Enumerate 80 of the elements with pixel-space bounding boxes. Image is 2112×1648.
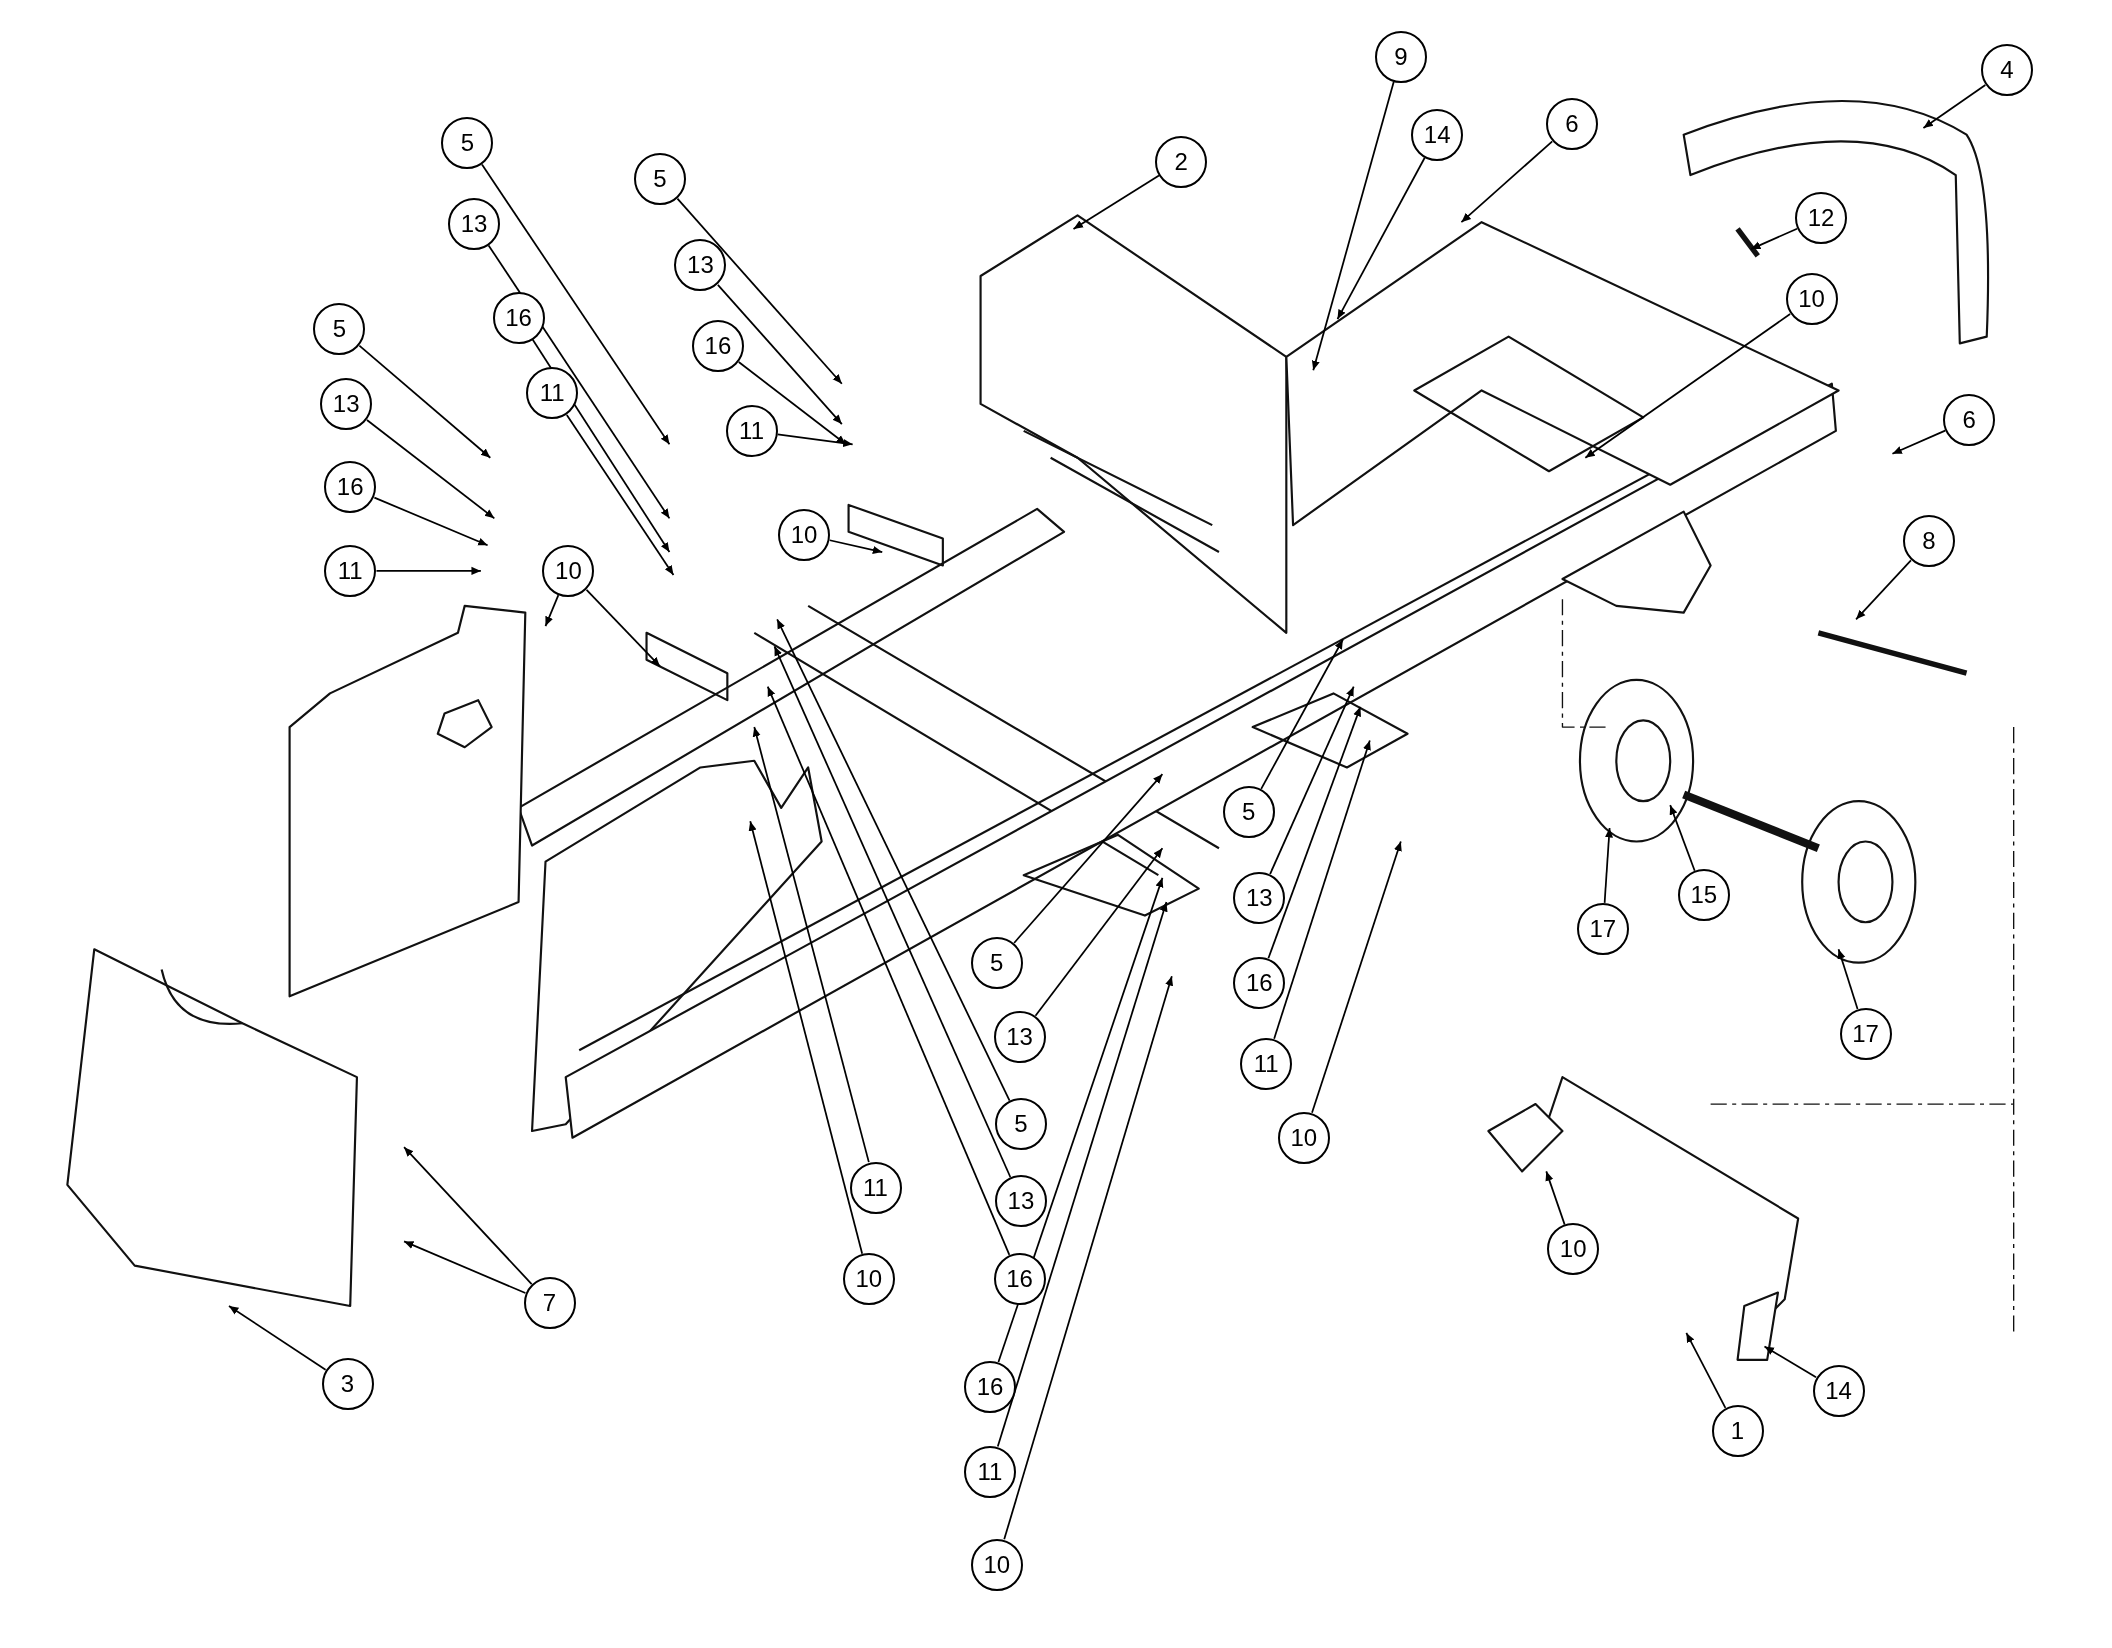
leader-line [1922,84,1987,129]
callout-number: 5 [634,153,686,206]
leader-line [1269,685,1355,875]
leader-line [776,433,854,448]
leader-line [1072,174,1160,230]
leader-line [481,163,671,446]
leader-line [717,284,843,425]
leader-line [403,1146,533,1285]
callout-number: 11 [1240,1037,1293,1090]
leader-line [752,726,870,1163]
leader-line [1837,948,1859,1010]
leader-line [1273,739,1371,1040]
callout-number: 13 [994,1175,1047,1227]
callout-number: 11 [526,367,579,420]
callout-number: 5 [1222,785,1275,838]
leader-line [358,344,492,459]
leader-line [1763,1345,1817,1379]
leader-line [1460,140,1554,224]
leader-line [1013,773,1164,944]
callout-number: 13 [993,1010,1046,1063]
callout-number: 5 [313,302,366,355]
callout-number: 3 [321,1358,374,1411]
callout-number: 13 [674,239,727,292]
callout-number: 16 [993,1253,1046,1306]
leader-line [565,414,675,576]
leader-line [1545,1170,1566,1226]
callout-number: 11 [324,544,377,597]
leader-line [1855,559,1912,621]
callout-number: 8 [1902,515,1955,568]
callout-number: 10 [1277,1111,1330,1164]
callout-number: 16 [1233,956,1286,1009]
callout-number: 13 [1233,872,1286,925]
leader-line [766,685,1011,1256]
leader-line [1311,80,1395,372]
callout-number: 17 [1576,903,1629,955]
callout-number: 10 [1785,272,1838,325]
leader-line [585,588,661,668]
callout-number: 10 [1547,1223,1600,1276]
callout-number: 16 [691,320,744,372]
callout-number: 2 [1155,135,1208,188]
callout-number: 4 [1980,44,2033,96]
leader-line [1669,804,1696,872]
callout-number: 16 [964,1360,1016,1413]
callout-number: 5 [970,936,1023,989]
leader-line [996,901,1168,1448]
callout-number: 11 [964,1445,1016,1498]
callout-number: 16 [492,291,545,344]
callout-number: 5 [994,1098,1047,1151]
callout-number: 9 [1374,30,1427,83]
callout-number: 14 [1411,108,1464,161]
callout-number: 6 [1943,394,1996,447]
callout-number: 11 [849,1161,902,1214]
leader-line [366,419,496,520]
callout-number: 12 [1795,192,1848,245]
callout-number: 10 [778,508,831,561]
leader-line [375,566,482,575]
callout-number: 16 [324,461,377,514]
callout-number: 17 [1839,1008,1892,1061]
leader-line [676,197,843,385]
callout-number: 1 [1711,1405,1764,1458]
leader-line [1603,827,1613,904]
leader-line [1003,975,1173,1541]
callout-number: 13 [320,377,373,430]
leader-line [1311,840,1402,1114]
callout-number: 13 [448,197,501,250]
leader-line [544,594,560,627]
leader-line [228,1305,327,1371]
callout-number: 10 [542,544,595,597]
callout-number: 10 [842,1253,895,1306]
callout-number: 14 [1812,1364,1865,1417]
callout-number: 5 [441,116,494,169]
callout-number: 15 [1677,869,1730,922]
callout-number: 10 [970,1538,1023,1591]
leader-line [1034,847,1164,1017]
leader-line [748,820,864,1255]
callout-number: 7 [523,1277,576,1330]
leader-line [997,877,1164,1363]
callout-number: 11 [725,404,778,457]
leader-line [1584,313,1791,459]
callout-number: 6 [1545,97,1598,150]
